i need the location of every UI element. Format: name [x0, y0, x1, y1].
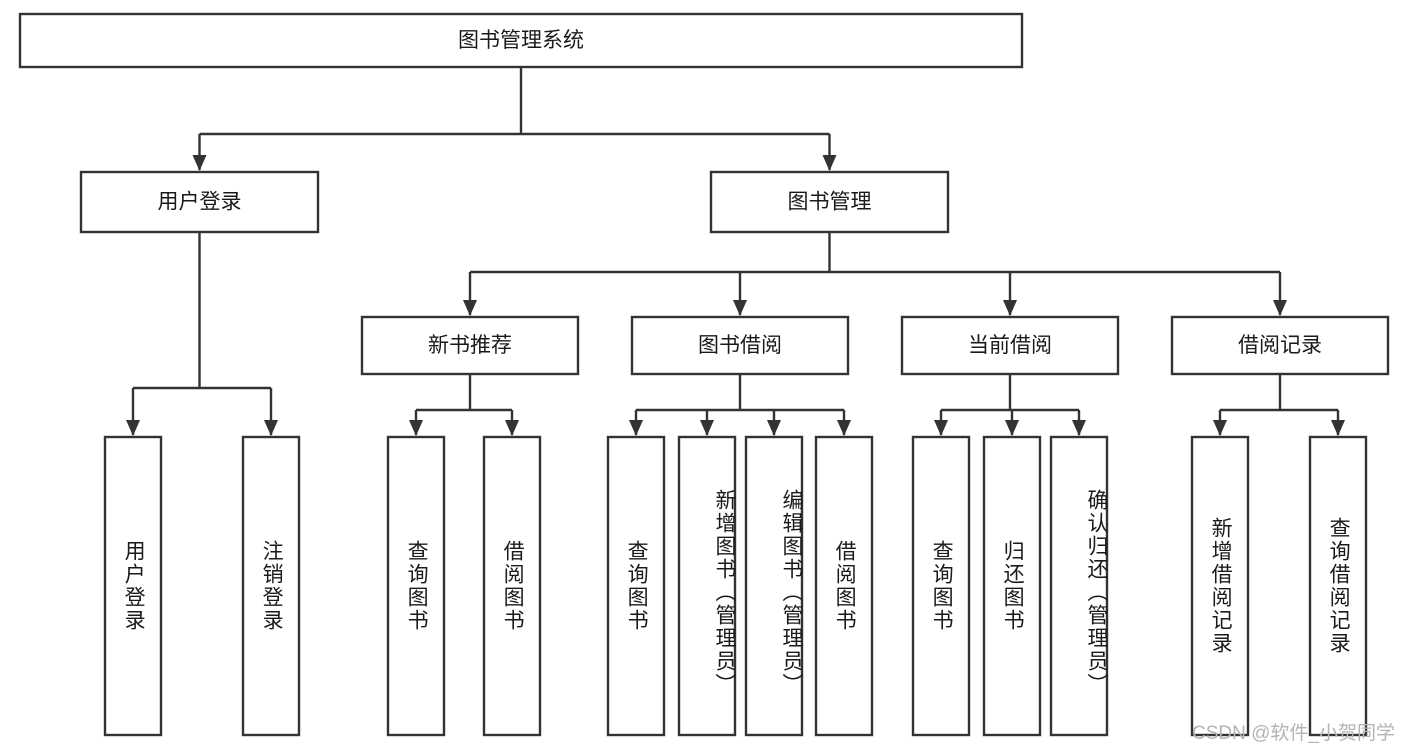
arrow-head-icon [1072, 420, 1086, 436]
arrow-head-icon [505, 420, 519, 436]
node-level3-1[interactable] [630, 315, 850, 376]
arrow-head-icon [700, 420, 714, 436]
node-level3-label-1: 图书借阅 [698, 334, 782, 357]
node-leaf-6[interactable] [744, 435, 804, 737]
arrow-head-icon [1003, 300, 1017, 316]
arrow-head-icon [463, 300, 477, 316]
node-level2-1[interactable] [709, 170, 950, 234]
node-leaf-0[interactable] [103, 435, 163, 737]
arrow-head-icon [126, 420, 140, 436]
arrow-head-icon [1213, 420, 1227, 436]
node-level3-0[interactable] [360, 315, 580, 376]
node-leaf-8[interactable] [911, 435, 971, 737]
node-leaf-9[interactable] [982, 435, 1042, 737]
box-layer [18, 12, 1390, 737]
node-leaf-7[interactable] [814, 435, 874, 737]
node-leaf-10[interactable] [1049, 435, 1109, 737]
node-level2-label-1: 图书管理 [788, 191, 872, 214]
node-leaf-11[interactable] [1190, 435, 1250, 737]
arrow-head-icon [192, 155, 207, 171]
node-leaf-4[interactable] [606, 435, 666, 737]
arrow-head-icon [1331, 420, 1345, 436]
node-level2-label-0: 用户登录 [158, 191, 242, 214]
node-leaf-1[interactable] [241, 435, 301, 737]
node-level3-2[interactable] [900, 315, 1120, 376]
connector-layer [126, 67, 1345, 436]
node-leaf-12[interactable] [1308, 435, 1368, 737]
node-level3-label-2: 当前借阅 [968, 334, 1052, 357]
arrow-head-icon [733, 300, 747, 316]
arrow-head-icon [934, 420, 948, 436]
arrow-head-icon [767, 420, 781, 436]
arrow-head-icon [1273, 300, 1287, 316]
arrow-head-icon [822, 155, 837, 171]
node-level3-3[interactable] [1170, 315, 1390, 376]
node-leaf-2[interactable] [386, 435, 446, 737]
node-level3-label-3: 借阅记录 [1238, 334, 1322, 357]
node-leaf-3[interactable] [482, 435, 542, 737]
arrow-head-icon [629, 420, 643, 436]
arrow-head-icon [409, 420, 423, 436]
arrow-head-icon [1005, 420, 1019, 436]
node-level2-0[interactable] [79, 170, 320, 234]
node-root[interactable] [18, 12, 1024, 69]
node-root-label: 图书管理系统 [458, 29, 584, 52]
csdn-watermark: CSDN @软件_小贺同学 [1192, 723, 1395, 744]
node-level3-label-0: 新书推荐 [428, 334, 512, 357]
node-leaf-5[interactable] [677, 435, 737, 737]
arrow-head-icon [264, 420, 278, 436]
arrow-head-icon [837, 420, 851, 436]
